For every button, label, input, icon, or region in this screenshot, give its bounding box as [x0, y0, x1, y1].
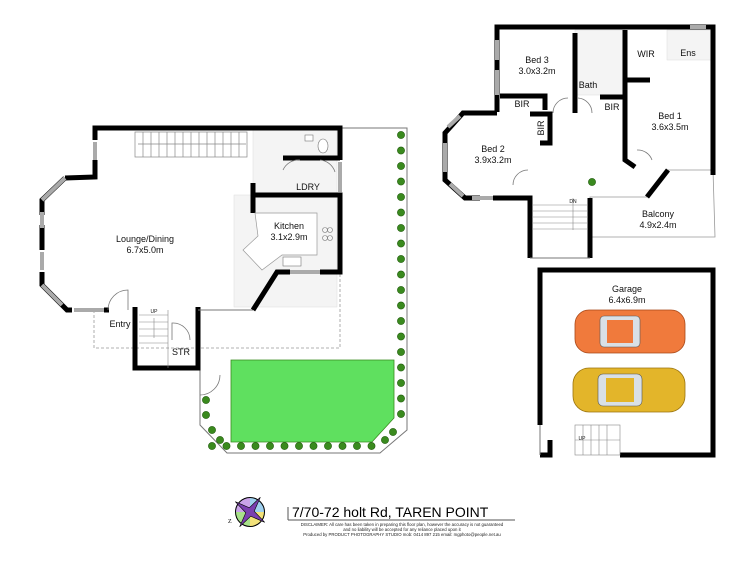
laundry-doors[interactable] — [282, 159, 336, 173]
stairs-entry — [139, 310, 169, 368]
shrub-icon — [397, 131, 405, 139]
shrub-icon — [266, 442, 274, 450]
stairs-upper — [533, 198, 587, 230]
shrub-icon — [397, 193, 405, 201]
laundry-floor — [252, 127, 338, 196]
shrub-icon — [397, 255, 405, 263]
shrub-icon — [216, 436, 224, 444]
wall — [537, 267, 716, 458]
car-yellow — [572, 367, 686, 413]
garage: UP Garage 6.4x6.9m — [537, 267, 716, 458]
car-orange — [574, 309, 686, 354]
shrub-icon — [397, 301, 405, 310]
garage-size: 6.4x6.9m — [608, 295, 645, 305]
shrub-icon — [353, 442, 361, 450]
disclaimer-line-1: DISCLAIMER: All care has been taken in p… — [301, 522, 504, 527]
shrub-icon — [397, 177, 405, 186]
lawn — [230, 359, 395, 443]
shrub-icon — [309, 442, 318, 450]
shrub-icon — [338, 442, 347, 450]
shrub-icon — [397, 379, 405, 387]
shrub-icon — [397, 286, 405, 294]
storage-label: STR — [172, 347, 191, 357]
lounge-label: Lounge/Dining — [116, 234, 174, 244]
kitchen-label: Kitchen — [274, 221, 304, 231]
shrub-icon — [208, 426, 216, 434]
entry-label: Entry — [109, 319, 131, 329]
shrub-icon — [237, 442, 245, 450]
wall — [250, 269, 290, 312]
shrub-icon — [324, 442, 332, 450]
bed2-size: 3.9x3.2m — [474, 155, 511, 165]
garage-label: Garage — [612, 284, 642, 294]
upper-floor: DN Bed 3 3.0x3.2m Bed 2 3.9x3.2m Bed 1 3… — [442, 24, 716, 259]
shrub-icon — [202, 396, 210, 404]
disclaimer-line-2: and no liability will be accepted for an… — [343, 527, 461, 532]
stairs-up-label: UP — [151, 309, 159, 315]
bir-label-bed2: BIR — [536, 120, 546, 136]
shrub-icon — [397, 270, 405, 279]
shrub-icon — [397, 146, 405, 155]
stairs-lounge — [134, 131, 248, 158]
shrub-icon — [295, 442, 303, 450]
toilet-icon — [317, 138, 329, 154]
wall — [250, 192, 343, 275]
shrub-icon — [367, 442, 376, 450]
store-door[interactable] — [171, 322, 191, 341]
shrub-icon — [222, 442, 231, 450]
ensuite-label: Ens — [680, 48, 696, 58]
bed3-size: 3.0x3.2m — [518, 66, 555, 76]
wall — [132, 307, 201, 371]
wall — [494, 24, 716, 175]
shrub-icon — [397, 208, 405, 217]
sink-icon — [282, 256, 302, 267]
shrub-icon — [397, 410, 405, 418]
garage-stairs-label: UP — [579, 436, 587, 442]
bed1-size: 3.6x3.5m — [651, 122, 688, 132]
shrub-icon — [397, 162, 405, 170]
compass-logo: Z — [228, 497, 265, 527]
wall — [64, 160, 98, 181]
shrub-icon — [397, 394, 405, 403]
shrub-icon — [280, 442, 289, 450]
balcony-size: 4.9x2.4m — [639, 220, 676, 230]
bed1-label: Bed 1 — [658, 111, 682, 121]
bed3-label: Bed 3 — [525, 55, 549, 65]
kitchen-bench — [242, 212, 318, 271]
bir-label-hall: BIR — [604, 102, 620, 112]
yard-boundary — [199, 127, 408, 454]
bir-label-bed3: BIR — [514, 99, 530, 109]
lounge-size: 6.7x5.0m — [126, 245, 163, 255]
shrub-icon — [208, 442, 216, 450]
courtyard-outline — [93, 272, 341, 349]
svg-text:Z: Z — [228, 519, 232, 525]
stairs-garage — [574, 424, 621, 456]
shrub-icon — [251, 442, 260, 450]
shrub-icon — [397, 332, 405, 341]
basin-icon — [304, 134, 314, 142]
shrub-icon — [389, 428, 397, 436]
entry-door[interactable] — [107, 289, 129, 311]
shrub-icon — [202, 411, 210, 419]
ground-floor: Lounge/Dining 6.7x5.0m Kitchen 3.1x2.9m … — [39, 125, 712, 454]
bed2-label: Bed 2 — [481, 144, 505, 154]
shrub-icon — [588, 178, 596, 186]
shrub-icon — [381, 436, 389, 444]
wir-label: WIR — [637, 49, 655, 59]
shrub-icon — [397, 363, 405, 372]
balcony-label: Balcony — [642, 209, 675, 219]
shrub-icon — [397, 317, 405, 325]
shrub-icon — [397, 224, 405, 232]
yard-door[interactable] — [199, 374, 221, 396]
bath-label: Bath — [579, 80, 598, 90]
stairs-down-label: DN — [569, 199, 577, 205]
address-title: 7/70-72 holt Rd, TAREN POINT — [292, 504, 489, 520]
kitchen-size: 3.1x2.9m — [270, 232, 307, 242]
laundry-label: LDRY — [296, 182, 320, 192]
shrub-icon — [397, 348, 405, 356]
producer-credit: Produced by PRODUCT PHOTOGRAPHY STUDIO m… — [303, 532, 501, 537]
shrub-icon — [397, 239, 405, 248]
wall — [92, 125, 343, 160]
